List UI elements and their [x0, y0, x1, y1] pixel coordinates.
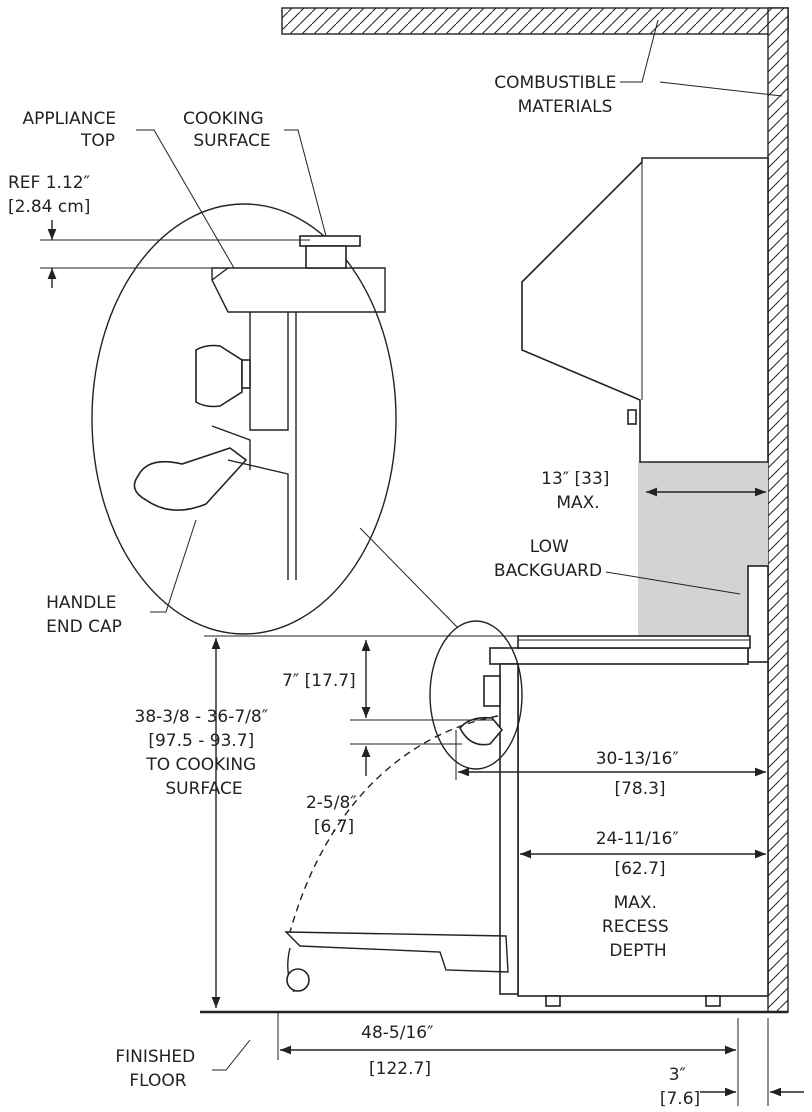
door-open-depth-label: 48-5/16″ [122.7]: [361, 1023, 439, 1079]
recess-depth-label: 24-11/16″ [62.7]: [596, 829, 685, 879]
zoom-leader: [359, 527, 459, 629]
handle-height-label: 2-5/8″ [6.7]: [306, 793, 362, 837]
zoom-circle-large: [91, 203, 397, 635]
ref-dimension-label: REF 1.12″ [2.84 cm]: [8, 173, 95, 217]
knob-height-label: 7″ [17.7]: [282, 671, 356, 691]
backsplash-depth-label: 13″ [33] MAX.: [541, 469, 615, 513]
low-backguard-label: LOW BACKGUARD: [494, 537, 602, 581]
combustible-label: COMBUSTIBLE MATERIALS: [494, 73, 622, 117]
zoom-detail: [133, 235, 386, 580]
finished-floor-label: FINISHED FLOOR: [115, 1047, 200, 1091]
range-body: [459, 635, 769, 1007]
combustible-wall: [281, 7, 789, 1013]
open-oven-door: [284, 715, 509, 993]
overall-depth-label: 30-13/16″ [78.3]: [596, 749, 685, 799]
appliance-top-label: APPLIANCE TOP: [23, 109, 122, 151]
dimension-lines: [40, 220, 804, 1106]
cooking-surface-label: COOKING SURFACE: [183, 109, 271, 151]
leader-lines: [136, 19, 783, 1071]
handle-end-cap-label: HANDLE END CAP: [46, 593, 122, 637]
recess-note-label: MAX. RECESS DEPTH: [602, 893, 674, 961]
wall-offset-label: 3″ [7.6]: [660, 1065, 700, 1109]
range-hood: [521, 157, 769, 463]
height-to-surface-label: 38-3/8 - 36-7/8″ [97.5 - 93.7] TO COOKIN…: [135, 707, 274, 799]
low-backguard: [747, 565, 769, 667]
